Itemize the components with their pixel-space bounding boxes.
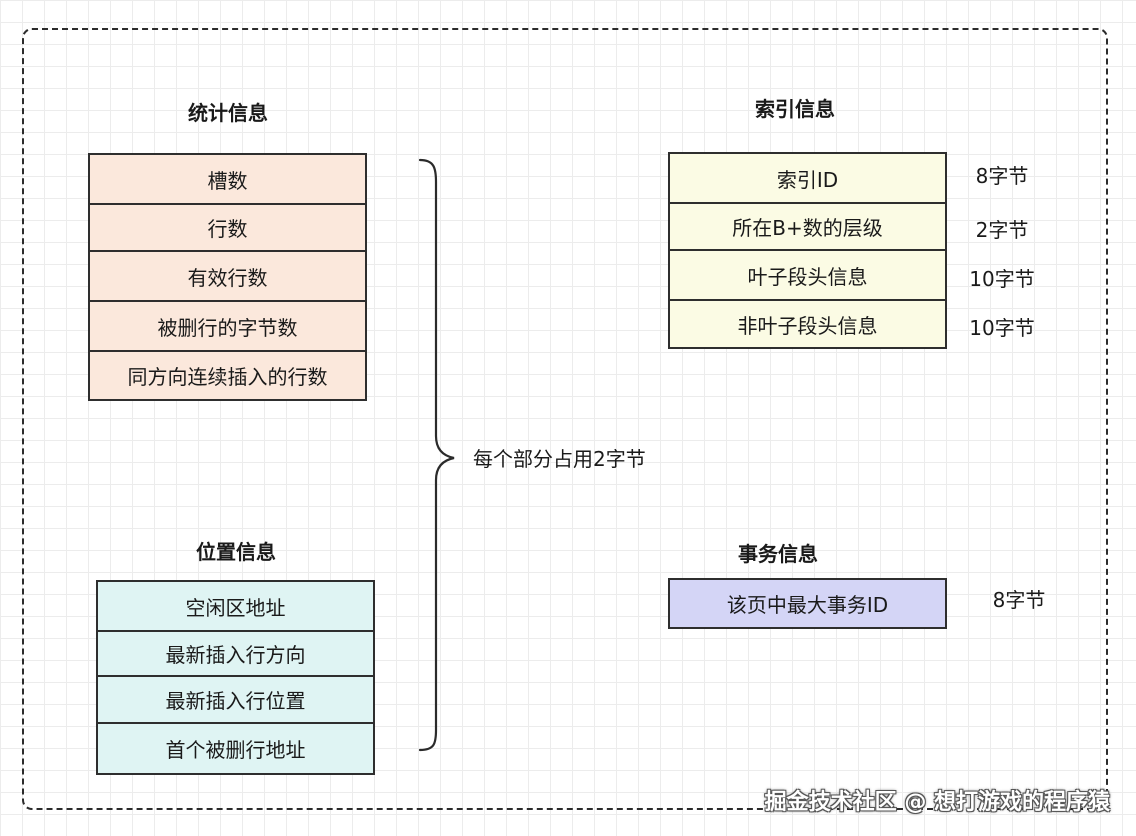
watermark: 掘金技术社区 @ 想打游戏的程序猿 [764, 790, 1110, 815]
stats-table: 槽数 行数 有效行数 被删行的字节数 同方向连续插入的行数 [88, 153, 367, 401]
index-heading: 索引信息 [755, 97, 835, 121]
transaction-row: 该页中最大事务ID [668, 578, 947, 629]
position-row: 首个被删行地址 [96, 722, 375, 775]
stats-row: 行数 [88, 203, 367, 252]
stats-heading: 统计信息 [188, 101, 268, 125]
transaction-size-label: 8字节 [992, 588, 1046, 612]
position-heading: 位置信息 [196, 540, 276, 564]
stats-row: 同方向连续插入的行数 [88, 350, 367, 401]
index-table: 索引ID 所在B+数的层级 叶子段头信息 非叶子段头信息 [668, 152, 947, 349]
position-row: 空闲区地址 [96, 580, 375, 632]
diagram-frame [22, 28, 1108, 810]
brace-label: 每个部分占用2字节 [473, 447, 646, 471]
position-row: 最新插入行位置 [96, 675, 375, 724]
index-row: 非叶子段头信息 [668, 299, 947, 349]
transaction-table: 该页中最大事务ID [668, 578, 947, 629]
index-size-label: 8字节 [975, 164, 1029, 188]
index-size-label: 2字节 [975, 218, 1029, 242]
transaction-heading: 事务信息 [738, 542, 818, 566]
index-row: 所在B+数的层级 [668, 202, 947, 251]
position-table: 空闲区地址 最新插入行方向 最新插入行位置 首个被删行地址 [96, 580, 375, 775]
position-row: 最新插入行方向 [96, 630, 375, 677]
index-row: 叶子段头信息 [668, 249, 947, 301]
index-size-label: 10字节 [969, 267, 1035, 291]
index-row: 索引ID [668, 152, 947, 204]
stats-row: 槽数 [88, 153, 367, 205]
index-size-label: 10字节 [969, 316, 1035, 340]
